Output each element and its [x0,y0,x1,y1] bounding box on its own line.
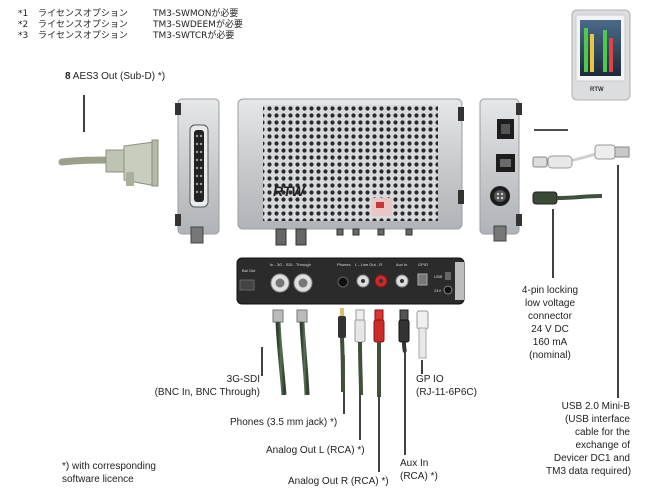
note-text: ライセンスオプション [38,20,128,30]
label-phones: Phones (3.5 mm jack) *) [230,417,338,428]
label-usb-line: USB 2.0 Mini-B [561,401,630,412]
remote-logo: RTW [590,87,604,93]
device-main: RTW [237,98,464,246]
device-logo: RTW [273,183,306,199]
panel-label-usb: USB [434,274,443,279]
label-sdi-line1: 3G-SDI [226,374,260,385]
note-text: ライセンスオプション [38,9,128,19]
label-power-line: connector [528,311,572,322]
license-note: *1 ライセンスオプション TM3-SWMONが必要 [18,9,243,20]
label-usb-line: cable for the [574,427,630,438]
label-gpio-line1: GP IO [416,374,444,385]
note-code: TM3-SWTCRが必要 [153,31,235,41]
label-aux-line2: (RCA) *) [400,471,438,482]
panel-label-gpio: GPIO [418,262,428,267]
panel-label-line-out: L - Line Out - R [355,262,382,267]
label-usb-line: TM3 data required) [546,466,632,477]
usb-cable [532,144,630,169]
label-power-line: (nominal) [529,350,571,361]
label-sdi-line2: (BNC In, BNC Through) [154,387,260,398]
label-aux-line1: Aux In [400,458,429,469]
label-footnote-line2: software licence [62,474,134,485]
panel-label-phones: Phones [337,262,351,267]
license-notes: *1 ライセンスオプション TM3-SWMONが必要 *2 ライセンスオプション TM3… [18,9,243,42]
label-usb-line: Devicer DC1 and [553,453,630,464]
power-cable [532,191,603,205]
label-power-line: 4-pin locking [521,285,579,296]
panel-label-aux: Aux In [396,262,407,267]
label-power-line: low voltage [524,298,576,309]
label-analog-r: Analog Out R (RCA) *) [288,476,389,487]
label-usb-line: (USB interface [564,414,630,425]
license-note: *2 ライセンスオプション TM3-SWDEEMが必要 [18,20,243,31]
panel-label-bal-out: Bal Out [242,268,256,273]
label-aes3-text: AES3 Out (Sub-D) *) [70,71,166,82]
bottom-cables [272,308,429,397]
subd-cable [58,139,159,187]
label-gpio-line2: (RJ-11-6P6C) [416,387,477,398]
label-analog-l: Analog Out L (RCA) *) [266,445,365,456]
note-code: TM3-SWMONが必要 [153,9,239,19]
label-power: 4-pin locking low voltage connector 24 V… [510,284,590,362]
license-note: *3 ライセンスオプション TM3-SWTCRが必要 [18,31,243,42]
note-code: TM3-SWDEEMが必要 [153,20,243,30]
note-text: ライセンスオプション [38,31,128,41]
connector-panel: Bal Out In - 3G - SDI - Through Phones L… [236,257,465,305]
label-aes3-num: 8 [65,71,71,82]
note-mark: *3 [18,31,29,41]
note-mark: *2 [18,20,29,30]
label-power-line: 24 V DC [531,324,569,335]
label-footnote: *) with corresponding software licence [62,460,156,486]
device-left-side [175,98,220,244]
label-sdi: 3G-SDI (BNC In, BNC Through) [130,373,260,399]
label-gpio: GP IO (RJ-11-6P6C) [416,373,477,399]
device-right-side [479,98,522,242]
note-mark: *1 [18,9,29,19]
remote-unit: RTW [571,9,631,101]
panel-label-dc: 24V [434,288,441,293]
label-footnote-line1: *) with corresponding [62,461,156,472]
panel-label-sdi: In - 3G - SDI - Through [270,262,311,267]
label-usb: USB 2.0 Mini-B (USB interface cable for … [546,400,632,478]
label-power-line: 160 mA [532,337,568,348]
label-usb-line: exchange of [575,440,631,451]
label-aes3: 8 AES3 Out (Sub-D) *) [65,70,165,83]
label-aux: Aux In (RCA) *) [400,457,438,483]
